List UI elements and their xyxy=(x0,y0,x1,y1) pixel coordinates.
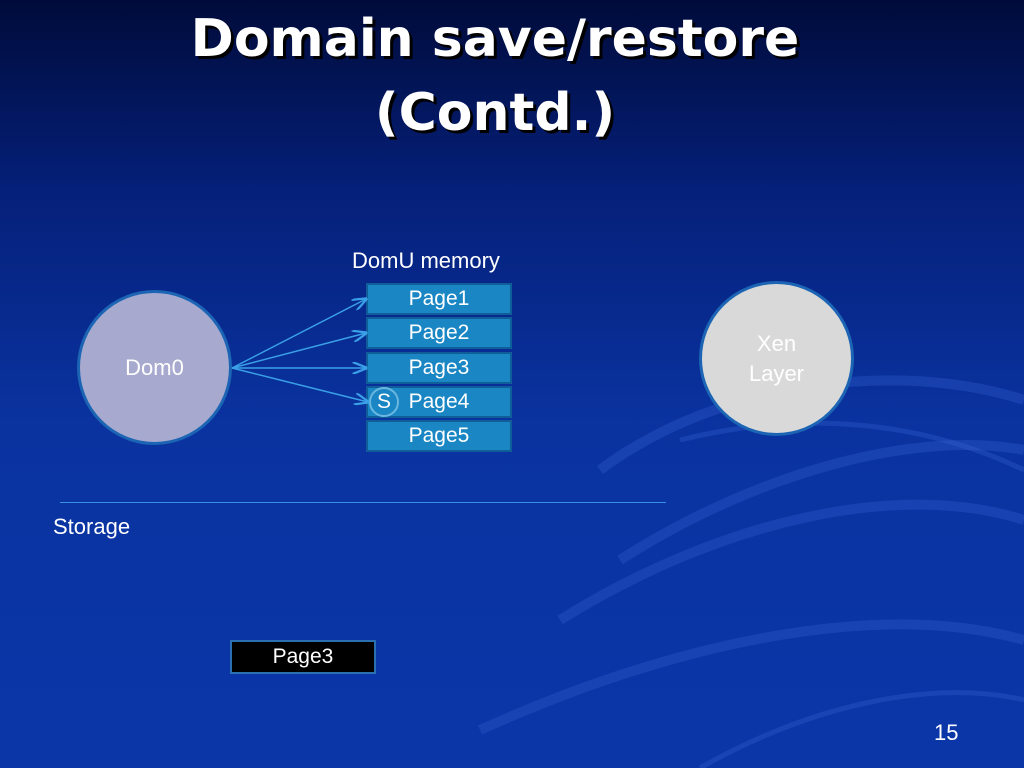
slide-number: 15 xyxy=(934,720,959,745)
memory-page-1: Page1 xyxy=(366,283,512,315)
memory-page-label: Page2 xyxy=(408,321,470,344)
domu-memory-label: DomU memory xyxy=(352,248,500,273)
stored-page-label: Page3 xyxy=(272,645,334,668)
storage-label: Storage xyxy=(53,514,131,539)
memory-page-label: Page3 xyxy=(408,356,470,379)
slide-title: Domain save/restore (Contd.) xyxy=(0,2,990,150)
xen-label-line-2: Layer xyxy=(748,360,805,386)
title-line-2: (Contd.) xyxy=(374,83,616,143)
xen-layer-node: Xen Layer xyxy=(699,281,854,436)
stored-page: Page3 xyxy=(230,640,376,674)
memory-page-5: Page5 xyxy=(366,420,512,452)
dom0-node: Dom0 xyxy=(77,290,232,445)
xen-label-line-1: Xen xyxy=(756,330,797,356)
arrow-to-page4 xyxy=(231,367,368,402)
marker-label: S xyxy=(376,390,391,413)
arrow-to-page2 xyxy=(231,333,366,369)
title-line-1: Domain save/restore xyxy=(190,9,800,69)
dom0-label: Dom0 xyxy=(125,354,184,380)
memory-page-label: Page4 xyxy=(408,390,470,413)
memory-page-3: Page3 xyxy=(366,352,512,384)
memory-page-2: Page2 xyxy=(366,317,512,349)
storage-divider xyxy=(60,502,666,503)
arrow-to-page1 xyxy=(231,299,366,369)
memory-page-label: Page1 xyxy=(408,287,470,310)
memory-page-label: Page5 xyxy=(408,424,470,447)
